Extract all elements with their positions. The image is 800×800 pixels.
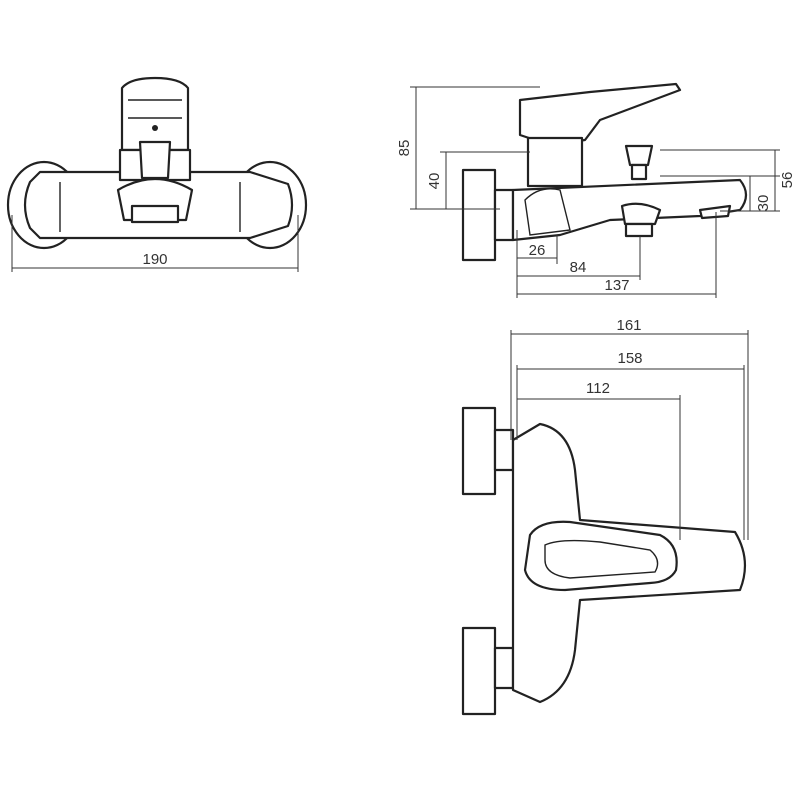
side-cartridge (526, 136, 584, 188)
front-diverter (138, 140, 172, 180)
side-rosette (461, 168, 497, 262)
dim-front-width: 190 (142, 251, 167, 268)
side-outlet (620, 202, 662, 226)
side-spout-tip (698, 204, 732, 220)
side-lever (518, 82, 682, 147)
dim-side-wall-height: 40 (426, 173, 443, 190)
front-handle (120, 76, 190, 152)
dim-side-depth-total: 137 (604, 277, 629, 294)
side-view: 85 40 56 30 26 84 137 (396, 82, 796, 298)
side-nut (493, 188, 515, 242)
dim-top-lever-width: 112 (586, 380, 610, 397)
dim-top-body-width: 158 (617, 350, 642, 367)
dim-top-total-width: 161 (616, 317, 641, 334)
top-rosette-upper (461, 406, 497, 496)
dim-side-spout-height: 56 (779, 172, 796, 189)
top-rosette-lower (461, 626, 497, 716)
side-diverter (624, 144, 654, 167)
dim-side-total-height: 85 (396, 140, 413, 157)
front-view: 190 (6, 76, 308, 272)
top-view: 161 158 112 (461, 317, 749, 716)
dim-side-outlet-height: 30 (755, 195, 772, 212)
dim-side-depth-small: 26 (529, 242, 546, 259)
front-outlet (130, 204, 180, 224)
dim-side-depth-mid: 84 (570, 259, 587, 276)
